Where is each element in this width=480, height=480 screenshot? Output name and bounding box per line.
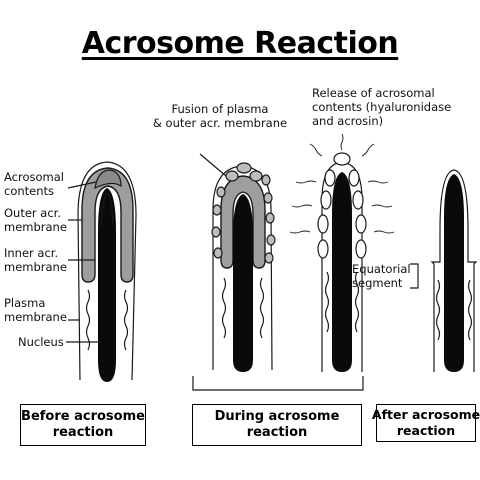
nucleus-before [98, 188, 116, 382]
pointer-acrosomal-contents [67, 181, 97, 189]
sperm-release [289, 133, 395, 372]
stage-before-box: Before acrosome reaction [20, 404, 146, 446]
sperm-after [430, 169, 478, 372]
label-plasma-membrane: Plasma membrane [4, 296, 67, 324]
stage-after-box: After acrosome reaction [372, 404, 480, 442]
wavy-membrane-right-fusion [259, 277, 265, 339]
label-nucleus: Nucleus [18, 335, 64, 349]
nucleus-after [444, 174, 464, 372]
during-stage-bracket [192, 376, 364, 391]
nucleus-fusion [233, 194, 253, 372]
label-equatorial-segment: Equatorial segment [352, 262, 411, 290]
wavy-membrane-left-before [85, 289, 91, 351]
label-release: Release of acrosomal contents (hyaluroni… [312, 86, 452, 128]
label-fusion: Fusion of plasma & outer acr. membrane [152, 102, 288, 130]
release-vesicles [317, 152, 367, 259]
wavy-membrane-right-after [467, 279, 473, 341]
equatorial-segment-bracket [410, 263, 419, 289]
sperm-fusion [211, 162, 276, 372]
nucleus-release [332, 172, 352, 372]
stage-during-box: During acrosome reaction [192, 404, 362, 446]
plasma-membrane-outline-after [430, 169, 478, 372]
diagram-title: Acrosome Reaction [81, 26, 399, 61]
plasma-membrane-outline-before [77, 161, 137, 381]
inner-tip-line-before [100, 193, 114, 226]
acrosome-cap-before [81, 167, 134, 283]
wavy-membrane-right-release [354, 271, 360, 333]
pointer-fusion [199, 153, 227, 177]
label-acrosomal-contents: Acrosomal contents [4, 170, 64, 198]
wavy-membrane-right-before [123, 289, 129, 351]
release-squiggles [289, 133, 395, 234]
wavy-membrane-left-after [435, 279, 441, 341]
acrosomal-contents-bulge-before [94, 169, 122, 190]
wavy-membrane-left-fusion [221, 277, 227, 339]
fusion-vesicles [211, 162, 276, 264]
label-outer-acr-membrane: Outer acr. membrane [4, 206, 67, 234]
label-inner-acr-membrane: Inner acr. membrane [4, 246, 67, 274]
sperm-before [77, 161, 137, 382]
wavy-membrane-left-release [324, 271, 330, 333]
